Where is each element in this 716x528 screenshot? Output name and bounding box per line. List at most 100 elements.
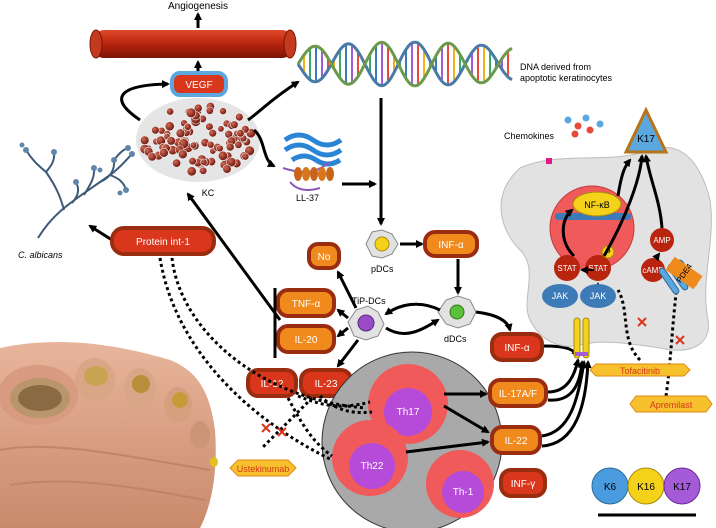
ddcs-nucleus xyxy=(449,304,465,320)
blood-vessel-end-left xyxy=(89,29,103,59)
il22-node: IL-22 xyxy=(490,425,542,455)
pdcs-cell xyxy=(365,229,399,259)
kc-cell xyxy=(166,136,176,146)
k17-triangle-label: K17 xyxy=(637,134,655,145)
dna-helix xyxy=(296,40,513,88)
dna-backbone xyxy=(296,40,513,88)
k6-label: K6 xyxy=(604,482,617,493)
kc-cell xyxy=(219,107,227,115)
k17-triangle xyxy=(623,106,669,154)
receptor-right xyxy=(582,317,590,359)
il17af-node: IL-17A/F xyxy=(488,378,548,408)
kc-cell xyxy=(189,141,198,149)
stat-right-circle xyxy=(585,255,611,281)
il20-node: IL-20 xyxy=(276,324,336,354)
k17-legend-label: K17 xyxy=(673,482,691,493)
ustekinumab-badge: Ustekinumab xyxy=(229,459,297,477)
kc-cell xyxy=(222,164,232,174)
receptor-left xyxy=(573,317,581,359)
kc-cell xyxy=(172,158,182,168)
kc-cell xyxy=(234,140,243,149)
kc-cell xyxy=(205,106,214,115)
k17-triangle-node: K17 xyxy=(623,106,669,154)
kc-cell xyxy=(188,157,197,166)
drug-blocks xyxy=(637,317,685,345)
jak-right-label: JAK xyxy=(590,291,607,301)
il12-label: IL-12 xyxy=(261,379,284,390)
stat-left-label: STAT xyxy=(557,264,576,273)
il20-box xyxy=(276,324,336,354)
tofacitinib-label: Tofacitinib xyxy=(620,366,660,376)
ustekinumab-label: Ustekinumab xyxy=(237,464,290,474)
tofacitinib-badge: Tofacitinib xyxy=(589,363,691,377)
kc-cell xyxy=(217,150,228,161)
tcell-cluster: Th17 Th22 Th-1 xyxy=(321,351,503,528)
chemokine-dots xyxy=(564,114,604,138)
camp-label: cAMP xyxy=(642,266,663,275)
stat-to-k17-arrow xyxy=(602,154,646,257)
stat-right-node: STAT xyxy=(585,255,611,281)
dna-label-line1: DNA derived from xyxy=(520,62,591,72)
kc-to-vegf-arrow xyxy=(120,80,170,122)
kc-cell xyxy=(151,125,160,135)
infa-right-box xyxy=(490,332,544,362)
kc-cell xyxy=(147,152,157,162)
kc-cell xyxy=(225,142,235,152)
tip-dcs-label: TiP-DCs xyxy=(352,296,386,306)
th17-inner xyxy=(384,388,432,436)
amp-label: AMP xyxy=(653,236,670,245)
il12-node: IL-12 xyxy=(246,368,298,398)
il22-to-receptor-arrow-1 xyxy=(541,360,588,438)
stat-left-node: STAT xyxy=(554,255,580,281)
ll37-protein xyxy=(282,132,343,191)
infg-node: INF-γ xyxy=(499,468,547,498)
camp-to-amp-arrow xyxy=(652,252,661,262)
kc-cell xyxy=(183,122,192,131)
infa-top-box xyxy=(423,230,479,258)
nfkb-label: NF-κB xyxy=(584,200,610,210)
kc-cell xyxy=(241,152,250,161)
th22-inner xyxy=(349,443,395,489)
tipdcs-to-il20-arrow xyxy=(336,326,349,338)
ddcs-to-infa-right-arrow xyxy=(475,310,513,332)
tipdcs-to-tnfa-arrow xyxy=(336,308,349,320)
tnfa-box xyxy=(276,288,336,318)
k16-label: K16 xyxy=(637,482,655,493)
camp-circle xyxy=(641,258,665,282)
kc-cell xyxy=(200,158,208,166)
keratin-legend: K6 K16 K17 xyxy=(591,467,701,517)
tipdcs-to-ddcs-arrow xyxy=(385,318,440,335)
kc-cell xyxy=(208,129,217,138)
kc-cell xyxy=(166,107,174,116)
kc-cell xyxy=(178,149,188,160)
il17af-box xyxy=(488,378,548,408)
jak-right-node: JAK xyxy=(580,284,616,308)
blood-vessel-end-right xyxy=(283,29,297,59)
angiogenesis-label: Angiogenesis xyxy=(168,1,228,12)
kc-label: KC xyxy=(202,188,215,198)
infg-label: INF-γ xyxy=(511,479,535,490)
kc-cell xyxy=(235,112,244,122)
kc-cell xyxy=(226,157,237,168)
blood-vessel xyxy=(94,30,292,58)
dna-band xyxy=(555,213,631,220)
kc-cell xyxy=(159,148,169,158)
receptor-base xyxy=(575,352,588,356)
il22-to-receptor-arrow-2 xyxy=(541,360,592,448)
ll37-helix xyxy=(294,167,334,181)
kc-cell xyxy=(186,166,197,177)
c-albicans-spores xyxy=(19,142,135,196)
toenail-photo xyxy=(0,341,218,528)
vegf-node: VEGF xyxy=(170,71,228,97)
th22-label: Th22 xyxy=(361,461,384,472)
infa-top-node: INF-α xyxy=(423,230,479,258)
amp-to-k17-arrow xyxy=(643,154,664,229)
apremilast-badge: Apremilast xyxy=(629,395,713,413)
ustekinumab-blocks xyxy=(261,423,287,437)
il22-label: IL-22 xyxy=(505,436,528,447)
nfkb-ellipse xyxy=(572,191,622,217)
th1-inner xyxy=(442,471,484,513)
c-albicans-label: C. albicans xyxy=(18,250,63,260)
